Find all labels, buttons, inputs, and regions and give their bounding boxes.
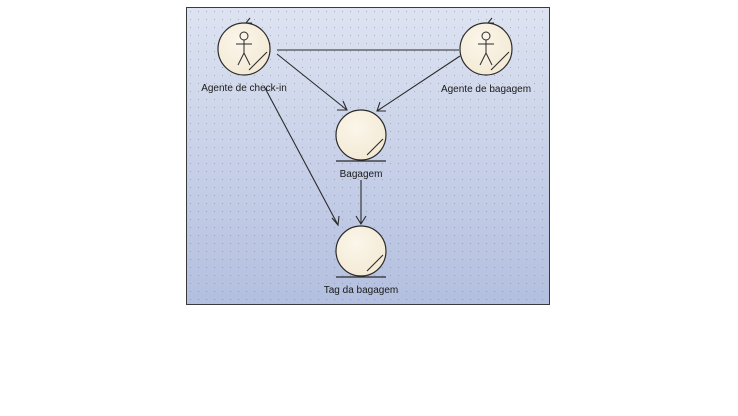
node-label-bagagem: Bagagem (340, 169, 383, 180)
robustness-diagram: Agente de check-in Agente de bagagem Bag… (187, 8, 550, 305)
entity-circle (336, 226, 386, 276)
node-label-tag: Tag da bagagem (324, 285, 399, 296)
entity-bagagem[interactable]: Bagagem (336, 110, 386, 180)
node-label-checkin: Agente de check-in (201, 83, 287, 94)
node-label-bagagem-agent: Agente de bagagem (441, 84, 531, 95)
entity-circle (336, 110, 386, 160)
diagram-canvas: Agente de check-in Agente de bagagem Bag… (186, 7, 550, 305)
